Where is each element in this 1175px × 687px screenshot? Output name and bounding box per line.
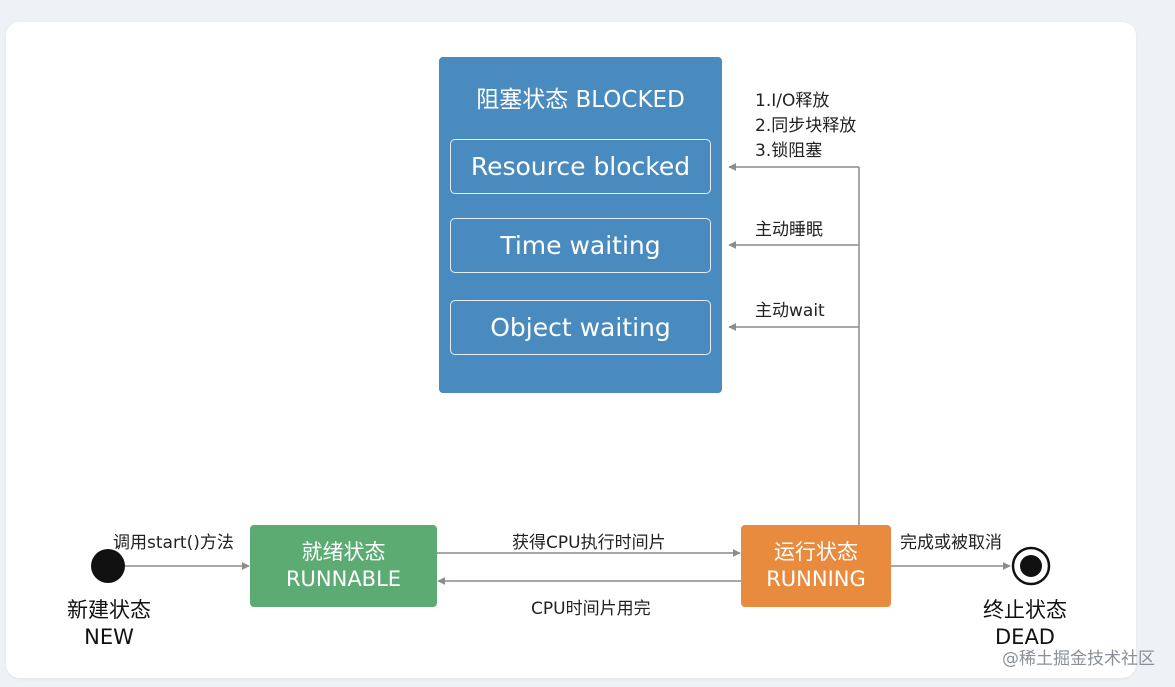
- dead-state-label: 终止状态 DEAD: [966, 597, 1084, 651]
- blocked-state-title: 阻塞状态 BLOCKED: [476, 87, 685, 113]
- dead-state-node-core: [1020, 555, 1042, 577]
- object-waiting-box: Object waiting: [450, 300, 711, 355]
- new-state-label: 新建状态 NEW: [50, 597, 168, 651]
- running-state-box: 运行状态 RUNNING: [741, 525, 891, 607]
- time-waiting-box: Time waiting: [450, 218, 711, 273]
- watermark: @稀土掘金技术社区: [1002, 649, 1155, 669]
- dead-state-en: DEAD: [995, 625, 1055, 649]
- label-cpu-used: CPU时间片用完: [531, 599, 651, 619]
- label-start: 调用start()方法: [113, 533, 234, 553]
- new-state-cn: 新建状态: [67, 598, 151, 622]
- running-state-cn: 运行状态: [774, 540, 858, 564]
- label-release-sync: 2.同步块释放: [755, 116, 857, 136]
- running-state-en: RUNNING: [766, 567, 866, 591]
- new-state-node: [91, 549, 125, 583]
- dead-state-cn: 终止状态: [983, 598, 1067, 622]
- label-get-cpu: 获得CPU执行时间片: [512, 533, 666, 553]
- label-release-lock: 3.锁阻塞: [755, 141, 823, 161]
- blocked-state-box: [439, 57, 722, 393]
- label-sleep: 主动睡眠: [755, 220, 823, 240]
- runnable-state-cn: 就绪状态: [301, 540, 386, 564]
- label-release-io: 1.I/O释放: [755, 91, 830, 111]
- runnable-state-en: RUNNABLE: [285, 567, 402, 591]
- runnable-state-box: 就绪状态 RUNNABLE: [250, 525, 437, 607]
- resource-blocked-box: Resource blocked: [450, 139, 711, 194]
- new-state-en: NEW: [84, 625, 134, 649]
- label-wait: 主动wait: [755, 301, 825, 321]
- label-finish: 完成或被取消: [900, 533, 1002, 553]
